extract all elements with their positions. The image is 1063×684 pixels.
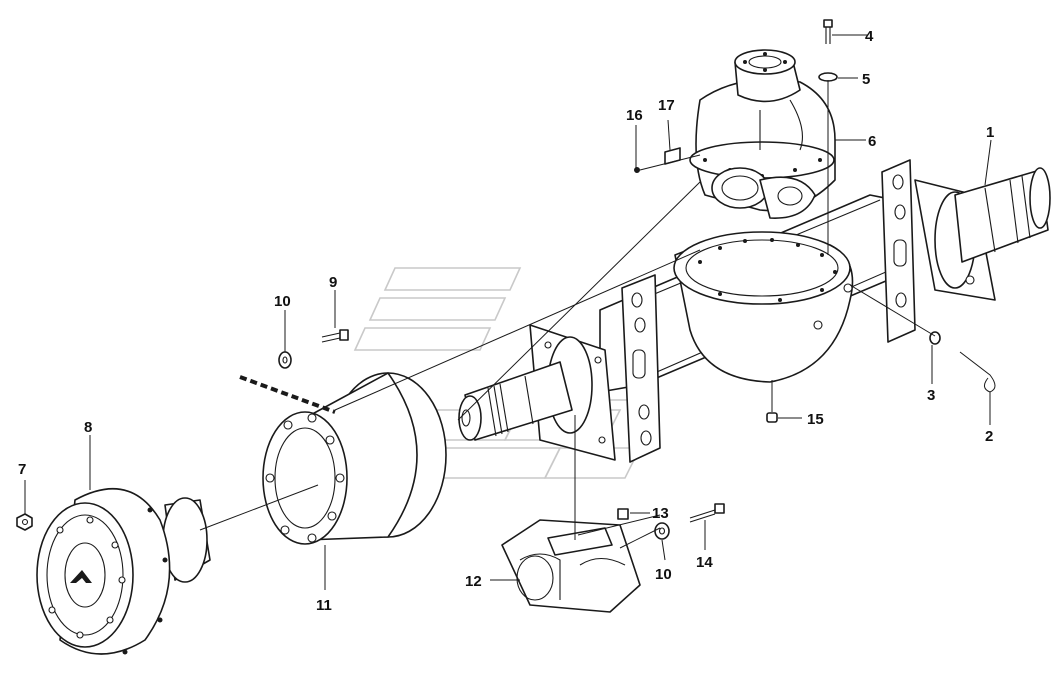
callout-4: 4 [865, 28, 874, 45]
callout-3: 3 [927, 387, 935, 404]
wheel-hub [16, 487, 211, 655]
callout-2: 2 [985, 428, 993, 445]
callout-14: 14 [696, 554, 713, 571]
callout-11: 11 [316, 597, 332, 614]
brake-drum [262, 372, 447, 545]
fasteners [239, 19, 996, 540]
brake-caliper [501, 519, 641, 613]
leader-lines [24, 34, 992, 590]
callout-7: 7 [18, 461, 26, 478]
callout-16: 16 [626, 107, 643, 124]
callout-15: 15 [807, 411, 824, 428]
callout-5: 5 [862, 71, 870, 88]
axle-housing [458, 159, 1051, 463]
callout-10b: 10 [655, 566, 672, 583]
callout-12: 12 [465, 573, 482, 590]
callout-9: 9 [329, 274, 337, 291]
callout-6: 6 [868, 133, 876, 150]
callout-13: 13 [652, 505, 669, 522]
callout-8: 8 [84, 419, 92, 436]
differential-carrier [634, 49, 836, 219]
callout-labels: 1 2 3 4 5 6 7 8 9 10 10 11 12 13 14 15 1… [18, 28, 994, 614]
callout-1: 1 [986, 124, 994, 141]
callout-17: 17 [658, 97, 675, 114]
callout-10a: 10 [274, 293, 291, 310]
